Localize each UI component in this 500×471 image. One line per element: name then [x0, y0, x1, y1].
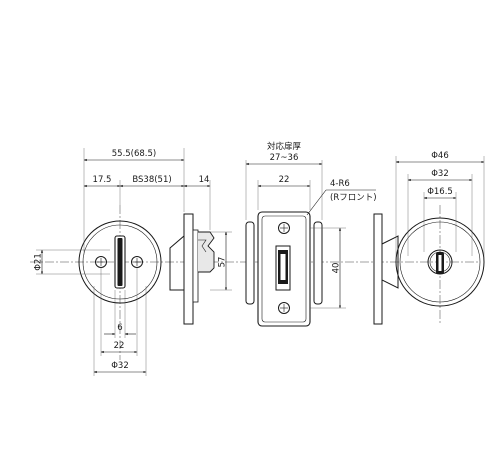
dim-range-label: 27~36: [270, 153, 299, 163]
front-screw-right: [131, 256, 143, 268]
dim-d3-label: Φ16.5: [427, 187, 453, 197]
front-outer-plate: [78, 220, 162, 304]
dim-bs-label: BS38(51): [132, 175, 171, 185]
side-view: 対応扉厚 27~36 22 4-R6 (Rフロント) 40: [245, 141, 377, 327]
dim-mid-label: 22: [114, 341, 125, 351]
dim-width-label: 22: [279, 175, 290, 185]
radius-leader: [306, 189, 327, 216]
dim-radius-label: 4-R6: [330, 179, 350, 189]
dim-left-label: 17.5: [93, 175, 112, 185]
dim-title-label: 対応扉厚: [267, 141, 302, 152]
dim-d1-label: Φ46: [431, 151, 449, 161]
front-plate-rim: [82, 224, 158, 300]
dim-dia-left-label: Φ21: [34, 253, 44, 271]
front-view: 55.5(68.5) 17.5 BS38(51) 14 Φ21 57 6 22: [30, 148, 480, 376]
side-screw-top: [278, 222, 290, 234]
dim-height40-label: 40: [332, 263, 342, 274]
front-case-lip: [192, 229, 199, 303]
back-outer-plate: [395, 217, 485, 307]
dim-height-label: 57: [218, 257, 228, 268]
dim-radius-note: (Rフロント): [330, 193, 377, 203]
front-case-body: [169, 234, 185, 291]
side-plate-left: [245, 221, 255, 305]
side-screw-bottom: [278, 302, 290, 314]
back-plate-rim: [399, 221, 481, 303]
dim-dia-bottom-label: Φ32: [111, 361, 129, 371]
back-case-body: [381, 235, 399, 289]
back-view: Φ46 Φ32 Φ16.5: [373, 151, 485, 325]
dim-overall-label: 55.5(68.5): [112, 149, 156, 159]
front-screw-left: [95, 256, 107, 268]
dim-d2-label: Φ32: [431, 169, 449, 179]
dim-small-label: 6: [117, 323, 122, 333]
side-plate-right: [313, 221, 323, 305]
back-edge-plate: [373, 213, 383, 325]
dim-right-label: 14: [199, 175, 210, 185]
side-face-inner: [261, 215, 307, 323]
front-thumb-slot: [117, 238, 123, 286]
front-edge-plate: [183, 213, 194, 325]
